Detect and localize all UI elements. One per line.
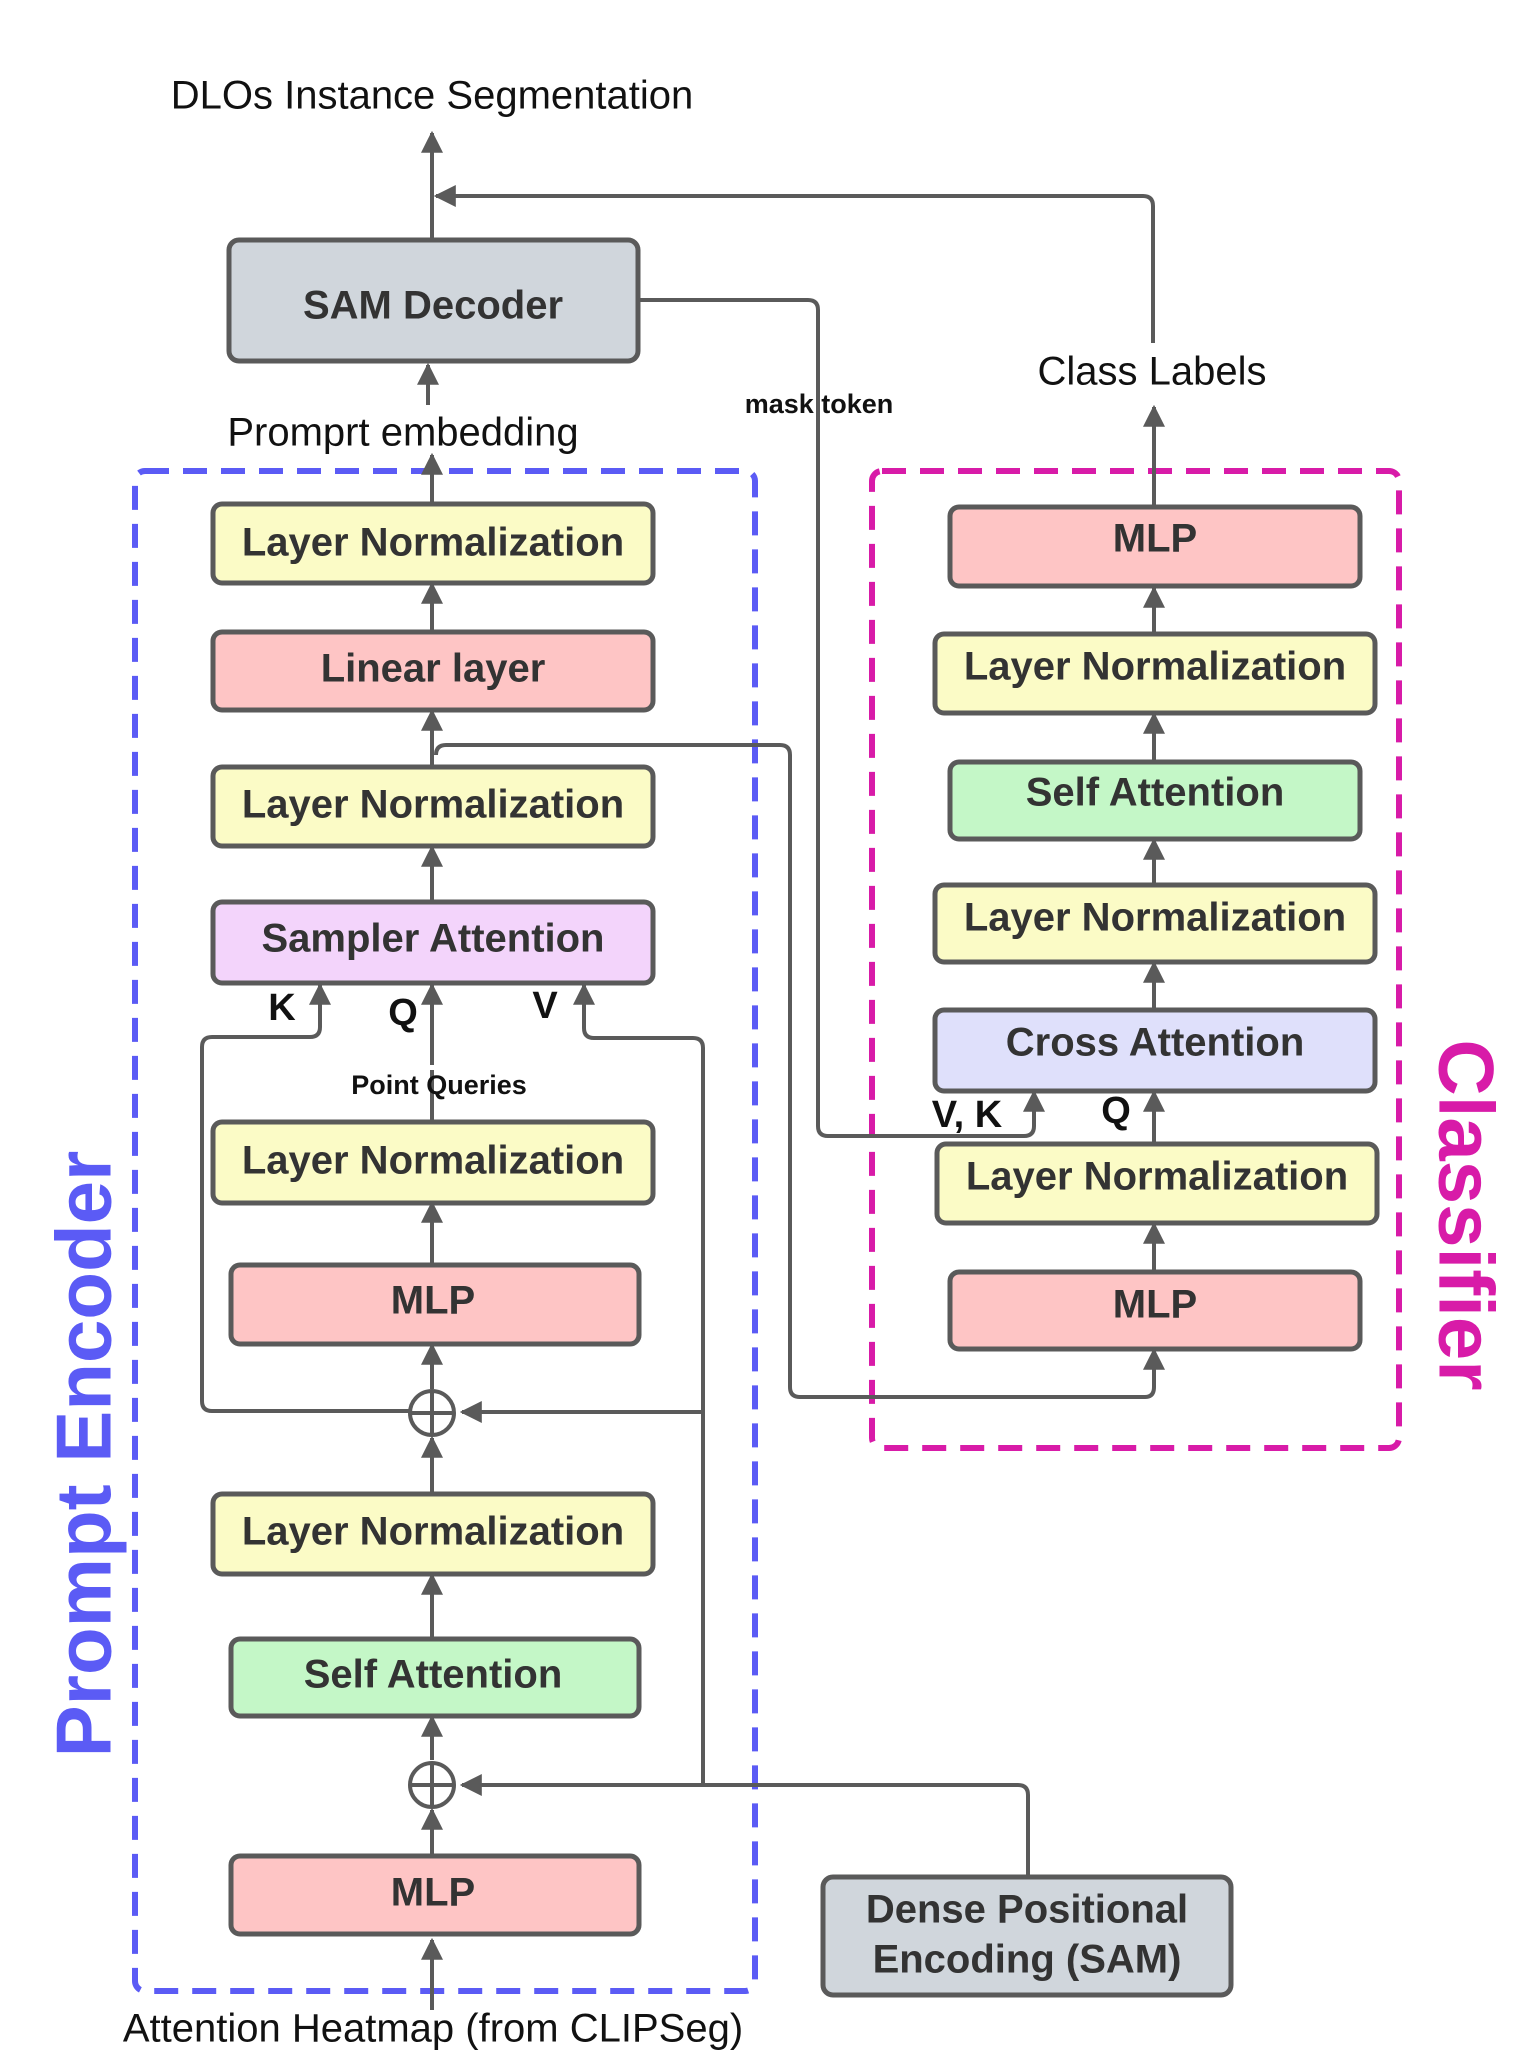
cls-ln-2-label: Layer Normalization: [964, 896, 1346, 940]
pe-ln-3-box: [210, 1119, 656, 1206]
mask-token-label: mask token: [745, 389, 894, 419]
cls-mlp-top-label: MLP: [1113, 517, 1197, 561]
k-label: K: [268, 987, 296, 1029]
arrow-features-to-classifier: [434, 743, 1165, 1399]
input-label: Attention Heatmap (from CLIPSeg): [123, 2007, 743, 2051]
cls-mlp-bottom-label: MLP: [1113, 1283, 1197, 1327]
q-label: Q: [388, 992, 418, 1034]
pe-self-attention-label: Self Attention: [304, 1653, 563, 1697]
q2-label: Q: [1101, 1090, 1131, 1132]
sam-decoder-box: [226, 237, 641, 364]
cls-self-attention-label: Self Attention: [1026, 771, 1285, 815]
pe-mlp-1-box: [228, 1262, 642, 1347]
cls-cross-attention-label: Cross Attention: [1006, 1021, 1305, 1065]
dense-pe-label-line2: Encoding (SAM): [873, 1938, 1182, 1982]
cls-mlp-top-box: [947, 504, 1363, 589]
vk-label: V, K: [932, 1094, 1003, 1136]
pe-linear-box: [210, 629, 656, 713]
arrow-mask-token-to-cross-attention: [639, 298, 1045, 1138]
v-label: V: [532, 985, 558, 1027]
pe-ln-4-box: [210, 1491, 656, 1577]
pe-ln-2-label: Layer Normalization: [242, 783, 624, 827]
cls-mlp-bottom-box: [947, 1269, 1363, 1352]
pe-ln-top-label: Layer Normalization: [242, 521, 624, 565]
cls-ln-1-box: [932, 631, 1378, 716]
prompt-embedding-label: Promprt embedding: [227, 411, 578, 455]
cls-cross-attention-box: [932, 1007, 1378, 1094]
prompt-encoder-title: Prompt Encoder: [40, 1151, 128, 1758]
pe-linear-label: Linear layer: [321, 647, 546, 691]
dense-pe-label-line1: Dense Positional: [866, 1888, 1188, 1932]
arrow-k-to-sampler: [200, 982, 432, 1413]
pe-self-attention-box: [228, 1636, 642, 1719]
cls-ln-3-label: Layer Normalization: [966, 1155, 1348, 1199]
pe-mlp-1-label: MLP: [391, 1279, 475, 1323]
output-label: DLOs Instance Segmentation: [171, 74, 694, 118]
arrow-dense-pe-to-add-2: [459, 1774, 1030, 1875]
dense-pe-box: [820, 1874, 1234, 1998]
pe-mlp-bottom-label: MLP: [391, 1871, 475, 1915]
add-circle-1: [408, 1389, 456, 1437]
cls-ln-2-box: [932, 882, 1378, 965]
classifier-title: Classifier: [1422, 1039, 1510, 1390]
sam-decoder-label: SAM Decoder: [303, 284, 563, 328]
pe-ln-4-label: Layer Normalization: [242, 1510, 624, 1554]
pe-ln-2-box: [210, 764, 656, 849]
pe-sampler-attention-label: Sampler Attention: [262, 917, 605, 961]
arrow-class-labels-to-output: [433, 185, 1155, 343]
class-labels-label: Class Labels: [1037, 350, 1266, 394]
pe-sampler-attention-box: [210, 899, 656, 986]
cls-ln-3-box: [934, 1141, 1380, 1226]
pe-mlp-bottom-box: [228, 1853, 642, 1937]
arrow-v-to-sampler: [573, 982, 705, 1785]
classifier-border: [869, 468, 1402, 1451]
pe-ln-3-label: Layer Normalization: [242, 1139, 624, 1183]
pe-ln-top-box: [210, 501, 656, 586]
cls-self-attention-box: [947, 759, 1363, 842]
prompt-encoder-border: [132, 468, 758, 1994]
cls-ln-1-label: Layer Normalization: [964, 645, 1346, 689]
add-circle-2: [408, 1761, 456, 1809]
point-queries-label: Point Queries: [351, 1070, 527, 1100]
